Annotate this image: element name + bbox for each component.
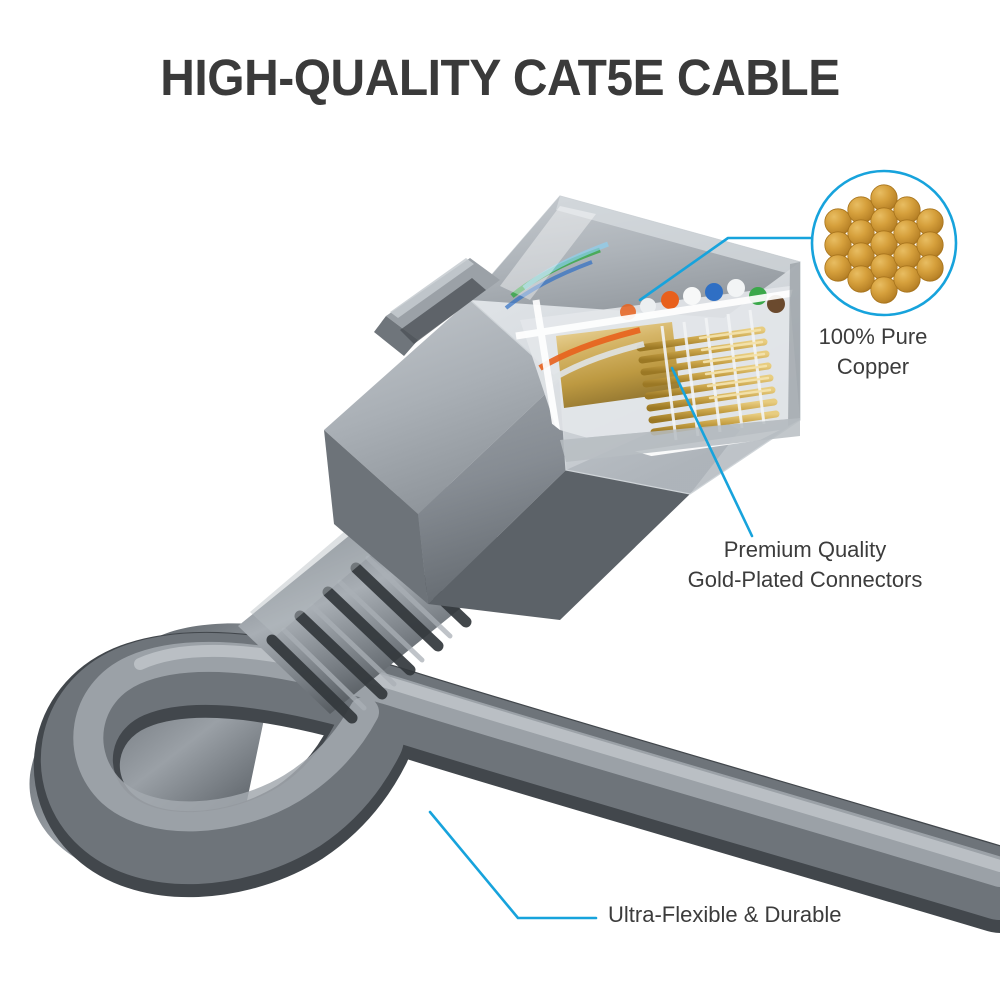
callout-copper-line2: Copper xyxy=(836,354,910,379)
connector-window xyxy=(504,241,800,470)
callout-copper-line1: 100% Pure xyxy=(818,324,928,349)
callout-gold-line1: Premium Quality xyxy=(723,537,887,562)
page-title: HIGH-QUALITY CAT5E CABLE xyxy=(160,49,840,106)
cable-tube xyxy=(33,631,1000,933)
leader-line-flex xyxy=(428,810,598,920)
callout-gold-line2: Gold-Plated Connectors xyxy=(687,567,923,592)
gold-contact-pins xyxy=(636,309,780,441)
callout-label-gold: Premium Quality Gold-Plated Connectors xyxy=(640,535,970,595)
callout-flex-line1: Ultra-Flexible & Durable xyxy=(608,902,842,927)
latch-tab xyxy=(374,258,500,356)
callout-leader-lines xyxy=(428,236,814,920)
copper-strands xyxy=(824,184,944,304)
rj45-connector xyxy=(324,195,801,620)
callout-label-copper: 100% Pure Copper xyxy=(778,322,968,382)
leader-line-gold xyxy=(670,366,754,538)
twisted-pair-wires xyxy=(504,241,785,385)
copper-detail-circle xyxy=(810,169,958,317)
callout-label-flexible: Ultra-Flexible & Durable xyxy=(608,900,842,930)
leader-line-copper xyxy=(638,236,814,302)
